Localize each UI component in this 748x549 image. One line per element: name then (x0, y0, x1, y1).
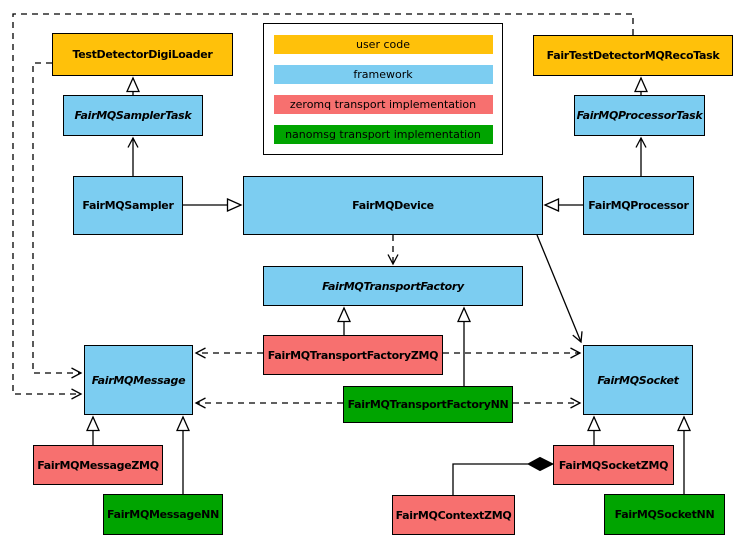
edge-association-device-to-socket (536, 234, 583, 344)
legend-item-nanomsg: nanomsg transport implementation (273, 125, 493, 144)
legend-item-framework: framework (273, 65, 493, 84)
node-fairmqmessagenn: FairMQMessageNN (103, 494, 223, 535)
node-fairtestdetectormqrecotask: FairTestDetectorMQRecoTask (533, 35, 733, 76)
legend-item-zeromq: zeromq transport implementation (273, 95, 493, 114)
node-fairmqprocessortask: FairMQProcessorTask (574, 95, 705, 136)
node-fairmqsamplertask: FairMQSamplerTask (63, 95, 203, 136)
composition-diamond (526, 456, 555, 472)
edge-composition-contextzmq-to-socketzmq (452, 463, 528, 495)
node-fairmqtransportfactory: FairMQTransportFactory (263, 266, 523, 306)
node-fairmqprocessor: FairMQProcessor (583, 176, 694, 235)
node-fairmqdevice: FairMQDevice (243, 176, 543, 235)
node-fairmqcontextzmq: FairMQContextZMQ (392, 495, 515, 535)
node-fairmqtransportfactoryzmq: FairMQTransportFactoryZMQ (263, 335, 443, 375)
edge-dependency-recotask-to-message (12, 13, 634, 400)
node-fairmqsampler: FairMQSampler (73, 176, 183, 235)
edge-dependency-digiloader-to-message (32, 62, 83, 379)
node-fairmqmessage: FairMQMessage (84, 345, 193, 415)
legend-item-user-code: user code (273, 35, 493, 54)
node-fairmqmessagezmq: FairMQMessageZMQ (33, 445, 163, 485)
node-fairmqsocketzmq: FairMQSocketZMQ (553, 445, 674, 485)
node-fairmqtransportfactorynn: FairMQTransportFactoryNN (343, 386, 513, 423)
node-testdetectordigiloader: TestDetectorDigiLoader (52, 33, 233, 76)
legend: user code framework zeromq transport imp… (263, 23, 503, 155)
node-fairmqsocket: FairMQSocket (583, 345, 693, 415)
node-fairmqsocketnn: FairMQSocketNN (604, 494, 725, 535)
